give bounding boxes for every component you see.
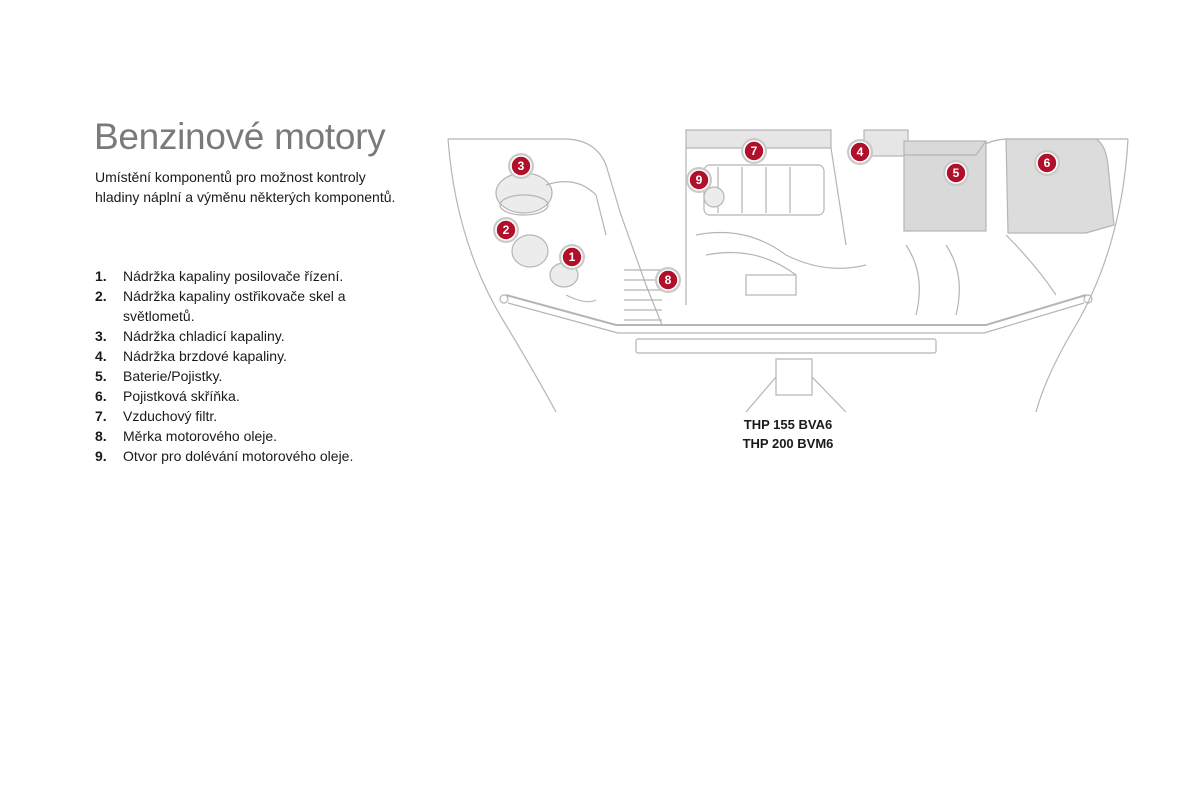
legend-text: Pojistková skříňka. xyxy=(123,388,240,404)
legend-text: Vzduchový filtr. xyxy=(123,408,218,424)
callout-label: 9 xyxy=(696,173,703,187)
figure-caption: THP 155 BVA6 THP 200 BVM6 xyxy=(688,415,888,453)
legend-item: 4. Nádržka brzdové kapaliny. xyxy=(95,346,415,366)
legend-number: 2. xyxy=(95,288,107,304)
callout-label: 7 xyxy=(751,144,758,158)
legend-number: 5. xyxy=(95,368,107,384)
engine-variant-1: THP 155 BVA6 xyxy=(743,417,833,432)
legend-number: 9. xyxy=(95,448,107,464)
legend-text: Nádržka brzdové kapaliny. xyxy=(123,348,287,364)
callout-label: 6 xyxy=(1044,156,1051,170)
legend-number: 1. xyxy=(95,268,107,284)
legend-item: 1. Nádržka kapaliny posilovače řízení. xyxy=(95,266,415,286)
callout-3: 3 xyxy=(508,153,534,179)
callout-2: 2 xyxy=(493,217,519,243)
callout-label: 2 xyxy=(503,223,510,237)
engine-bay-drawing: 1 2 3 4 5 6 7 8 xyxy=(447,129,1129,412)
engine-bay-illustration: 1 2 3 4 5 6 7 8 xyxy=(446,125,1130,412)
legend-number: 4. xyxy=(95,348,107,364)
legend-text: Nádržka kapaliny ostřikovače skel a svět… xyxy=(123,288,346,324)
legend-number: 7. xyxy=(95,408,107,424)
engine-line-art xyxy=(447,129,1129,412)
callout-8: 8 xyxy=(655,267,681,293)
callout-7: 7 xyxy=(741,138,767,164)
callout-1: 1 xyxy=(559,244,585,270)
callout-9: 9 xyxy=(686,167,712,193)
page-title: Benzinové motory xyxy=(94,116,386,157)
callout-label: 8 xyxy=(665,273,672,287)
engine-variant-2: THP 200 BVM6 xyxy=(742,436,834,451)
legend-text: Baterie/Pojistky. xyxy=(123,368,223,384)
callout-4: 4 xyxy=(847,139,873,165)
legend-number: 8. xyxy=(95,428,107,444)
legend-number: 3. xyxy=(95,328,107,344)
legend-item: 5. Baterie/Pojistky. xyxy=(95,366,415,386)
legend-item: 8. Měrka motorového oleje. xyxy=(95,426,415,446)
legend-item: 7. Vzduchový filtr. xyxy=(95,406,415,426)
callout-label: 3 xyxy=(518,159,525,173)
callout-label: 1 xyxy=(569,250,576,264)
legend-text: Měrka motorového oleje. xyxy=(123,428,278,444)
callout-5: 5 xyxy=(943,160,969,186)
legend-item: 9. Otvor pro dolévání motorového oleje. xyxy=(95,446,415,466)
legend-item: 2. Nádržka kapaliny ostřikovače skel a sv… xyxy=(95,286,415,326)
legend-text: Nádržka kapaliny posilovače řízení. xyxy=(123,268,344,284)
callout-6: 6 xyxy=(1034,150,1060,176)
legend-item: 6. Pojistková skříňka. xyxy=(95,386,415,406)
legend-text: Otvor pro dolévání motorového oleje. xyxy=(123,448,354,464)
callout-label: 5 xyxy=(953,166,960,180)
legend-text: Nádržka chladicí kapaliny. xyxy=(123,328,285,344)
legend-item: 3. Nádržka chladicí kapaliny. xyxy=(95,326,415,346)
callout-label: 4 xyxy=(857,145,864,159)
legend-number: 6. xyxy=(95,388,107,404)
component-legend: 1. Nádržka kapaliny posilovače řízení. 2.… xyxy=(95,266,415,466)
intro-text: Umístění komponentů pro možnost kontroly… xyxy=(95,169,396,205)
